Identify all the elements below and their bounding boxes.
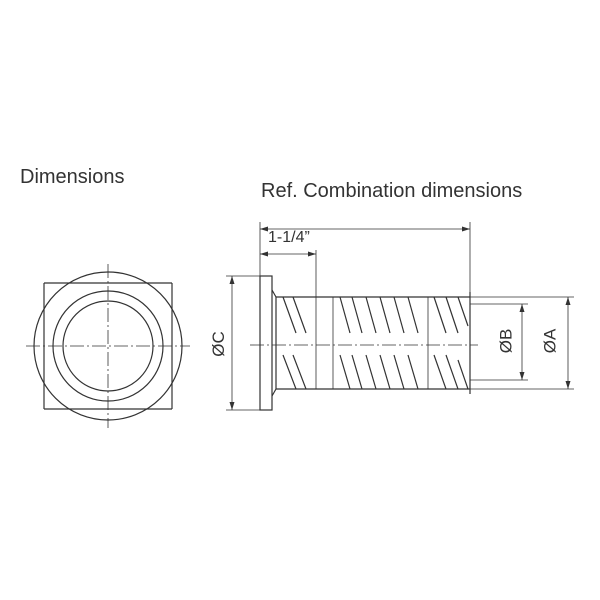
len-arrow-left: [260, 251, 268, 257]
end-view: [26, 264, 190, 428]
c-arrow-top: [229, 276, 235, 284]
flange-neck-bottom: [271, 388, 277, 397]
diameter-b-label: ØB: [496, 328, 516, 354]
len-arrow-right: [308, 251, 316, 257]
length-dimension-label: 1-1/4”: [268, 229, 310, 246]
b-arrow-top: [519, 304, 525, 312]
a-arrow-bottom: [565, 381, 571, 389]
diameter-a-label: ØA: [540, 328, 560, 354]
diameter-a-dimension: [470, 296, 574, 390]
diameter-b-dimension: [470, 303, 528, 381]
a-arrow-top: [565, 297, 571, 305]
thread-ridges-upper: [282, 296, 469, 334]
ref-combination-label: Ref. Combination dimensions: [261, 180, 523, 202]
flange: [259, 275, 273, 411]
b-arrow-bottom: [519, 372, 525, 380]
c-arrow-bottom: [229, 402, 235, 410]
side-view: [250, 275, 478, 411]
ref-arrow-left: [260, 226, 268, 232]
diameter-c-label: ØC: [208, 331, 228, 357]
diameter-c-dimension: [226, 275, 260, 411]
thread-ridges-lower: [282, 354, 469, 390]
ref-arrow-right: [462, 226, 470, 232]
flange-neck-top: [271, 289, 277, 298]
ref-combination-dimension: [259, 222, 471, 292]
length-dimension: [260, 250, 317, 297]
dimensions-heading: Dimensions: [20, 166, 125, 188]
